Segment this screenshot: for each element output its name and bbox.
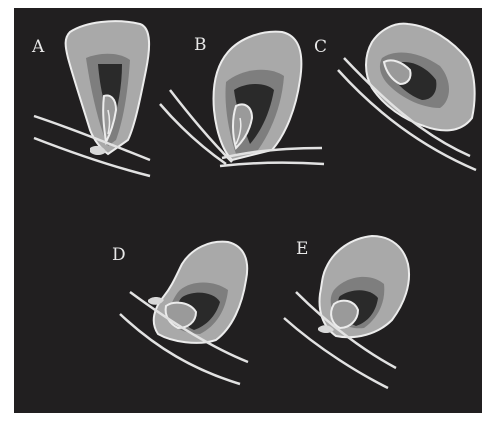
panel-c-label: C xyxy=(314,37,327,57)
panel-a-label: A xyxy=(31,37,45,57)
panel-e-label: E xyxy=(296,239,308,259)
panel-b-label: B xyxy=(194,35,207,55)
panel-d-label: D xyxy=(112,245,126,265)
